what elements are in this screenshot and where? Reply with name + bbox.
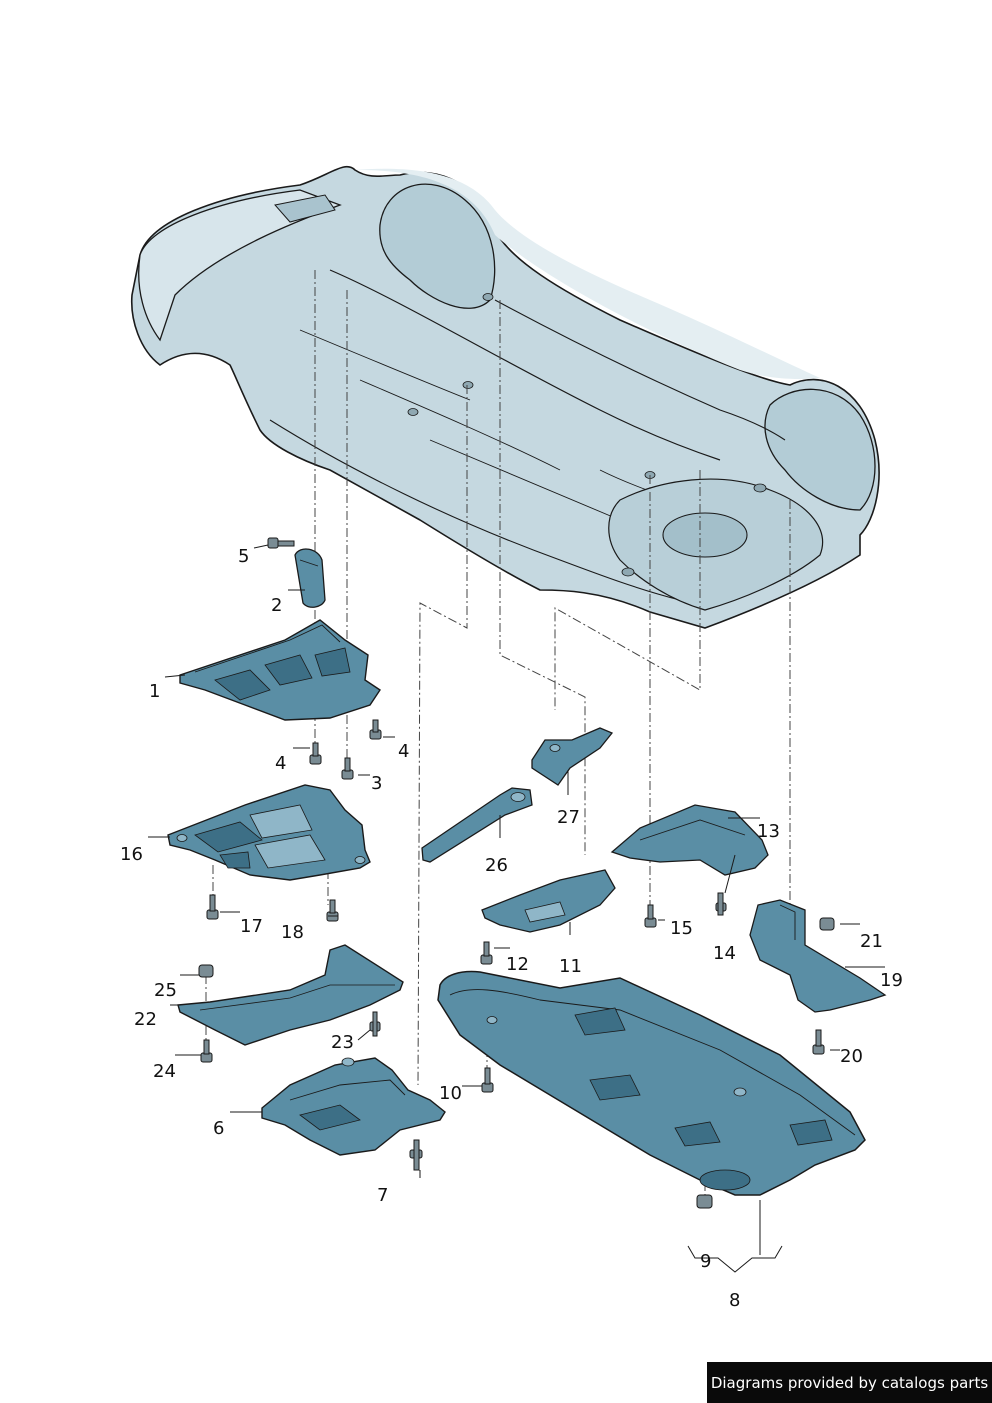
callout-15: 15 xyxy=(670,918,693,939)
floor-mount-6 xyxy=(482,293,494,301)
callout-13: 13 xyxy=(757,821,780,842)
part-8-main-cover xyxy=(437,970,866,1196)
rear-bumper xyxy=(138,189,342,342)
callout-11: 11 xyxy=(559,956,582,977)
part-1-panel xyxy=(179,619,381,721)
body-side-highlight xyxy=(355,168,820,380)
callout-21: 21 xyxy=(860,931,883,952)
part-26-bracket xyxy=(421,787,533,863)
callout-9: 9 xyxy=(700,1251,711,1272)
part-2-guide xyxy=(294,548,326,608)
engine-bay-hole xyxy=(662,512,748,558)
callout-22: 22 xyxy=(134,1009,157,1030)
front-wheel-arch xyxy=(764,388,876,511)
callout-12: 12 xyxy=(506,954,529,975)
callout-10: 10 xyxy=(439,1083,462,1104)
part-16-panel xyxy=(167,784,371,881)
part-19-guard xyxy=(749,899,887,1013)
floor-mount-3 xyxy=(753,483,767,493)
callout-23: 23 xyxy=(331,1032,354,1053)
part-6-panel xyxy=(261,1057,446,1156)
floor-mount-1 xyxy=(462,381,474,389)
callout-25: 25 xyxy=(154,980,177,1001)
part-22-panel xyxy=(177,944,404,1046)
rear-bumper-recess xyxy=(274,194,336,223)
part-11-panel xyxy=(481,869,616,933)
callout-16: 16 xyxy=(120,844,143,865)
floor-mount-4 xyxy=(621,567,635,577)
callout-8: 8 xyxy=(729,1290,740,1311)
callout-7: 7 xyxy=(377,1185,388,1206)
callout-1: 1 xyxy=(149,681,160,702)
callout-26: 26 xyxy=(485,855,508,876)
callout-labels: 1 2 3 4 4 5 6 7 8 9 10 11 12 13 14 15 16… xyxy=(120,546,903,1311)
part-27-cover xyxy=(531,727,614,786)
callout-27: 27 xyxy=(557,807,580,828)
floor-sill-left xyxy=(269,419,681,601)
callout-24: 24 xyxy=(153,1061,176,1082)
floor-mount-5 xyxy=(407,408,419,416)
callout-6: 6 xyxy=(213,1118,224,1139)
callout-14: 14 xyxy=(713,943,736,964)
part-13-panel xyxy=(610,804,769,876)
leader-lines xyxy=(148,544,885,1273)
callout-20: 20 xyxy=(840,1046,863,1067)
callout-18: 18 xyxy=(281,922,304,943)
callout-2: 2 xyxy=(271,595,282,616)
callout-4-right: 4 xyxy=(398,741,409,762)
credit-banner: Diagrams provided by catalogs parts xyxy=(707,1362,992,1403)
callout-19: 19 xyxy=(880,970,903,991)
floor-crossmember xyxy=(299,329,741,521)
floor-tunnel xyxy=(329,269,721,461)
callout-3: 3 xyxy=(371,773,382,794)
callout-17: 17 xyxy=(240,916,263,937)
fasteners xyxy=(198,537,835,1209)
floor-sill-right xyxy=(494,299,786,441)
vehicle-underbody xyxy=(130,165,880,629)
callout-5: 5 xyxy=(238,546,249,567)
callout-4-left: 4 xyxy=(275,753,286,774)
